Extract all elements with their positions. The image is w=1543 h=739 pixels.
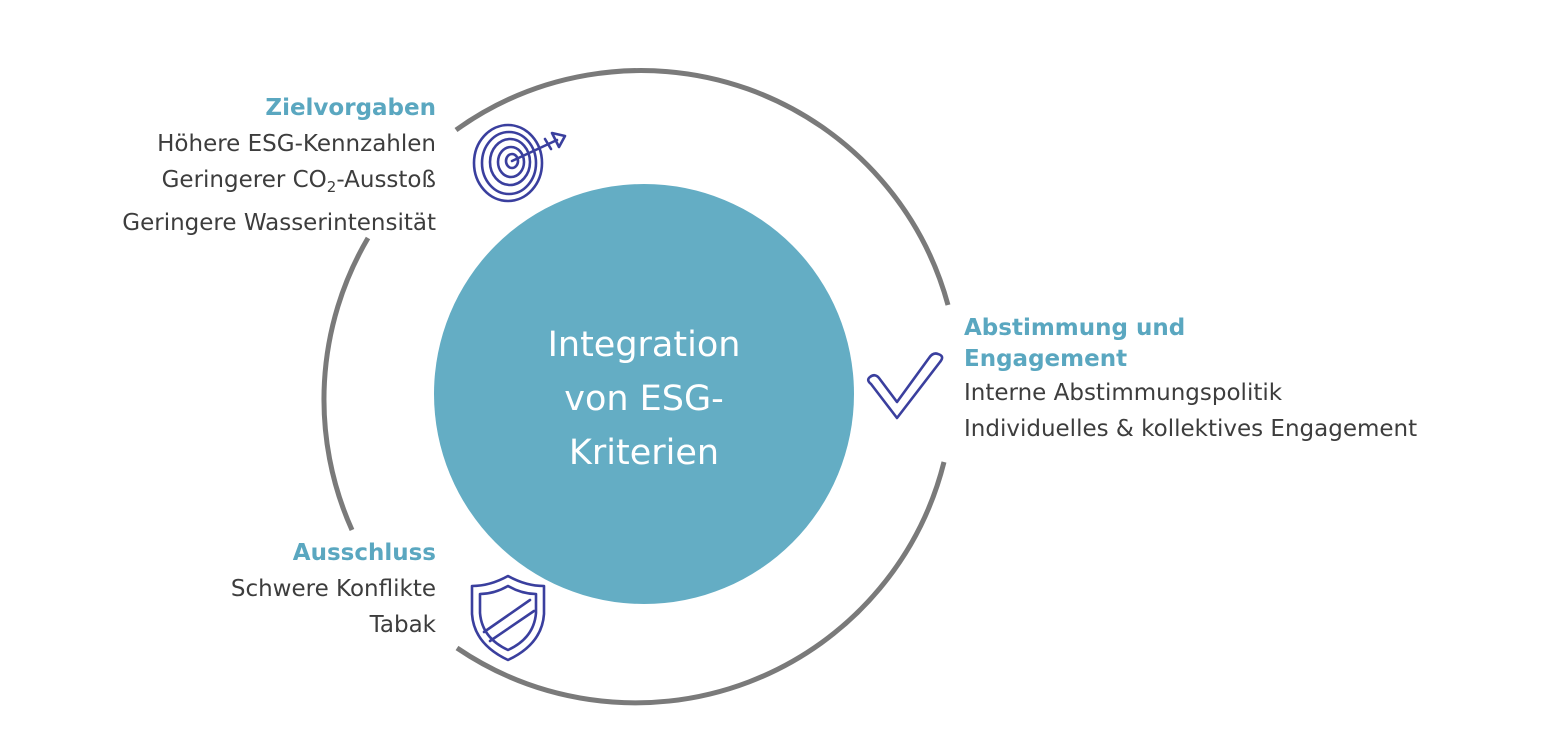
ring-arc-bottom-right	[455, 461, 947, 706]
targets-line-water: Geringere Wasserintensität	[122, 210, 436, 236]
exclusion-block: Ausschluss Schwere Konflikte Tabak	[231, 535, 436, 643]
co2-suffix: -Ausstoß	[336, 167, 436, 193]
targets-heading: Zielvorgaben	[265, 95, 436, 121]
targets-line-co2: Geringerer CO2-Ausstoß	[122, 162, 436, 205]
shield-icon	[470, 574, 546, 662]
ring-arc-left	[321, 236, 371, 532]
center-circle	[434, 184, 854, 604]
voting-heading-line-1: Abstimmung und	[964, 315, 1186, 341]
exclusion-line-conflicts: Schwere Konflikte	[230, 576, 436, 602]
targets-block: Zielvorgaben Höhere ESG-Kennzahlen Gerin…	[122, 90, 436, 241]
voting-heading-line-2: Engagement	[964, 346, 1128, 372]
co2-subscript: 2	[326, 178, 337, 196]
targets-line-esg: Höhere ESG-Kennzahlen	[157, 131, 436, 157]
center-title-line-2: von ESG-	[564, 379, 724, 419]
exclusion-heading: Ausschluss	[292, 540, 436, 566]
voting-line-policy: Interne Abstimmungspolitik	[964, 380, 1283, 406]
ring-arc-top-right	[454, 68, 951, 306]
co2-prefix: Geringerer CO	[161, 167, 327, 193]
exclusion-line-tobacco: Tabak	[369, 612, 436, 638]
center-title: Integration von ESG- Kriterien	[470, 318, 818, 480]
center-title-line-1: Integration	[547, 325, 741, 365]
target-dart-icon	[472, 123, 567, 203]
voting-block: Abstimmung und Engagement Interne Abstim…	[964, 313, 1417, 447]
voting-line-engagement: Individuelles & kollektives Engagement	[964, 416, 1418, 442]
checkmark-icon	[866, 352, 944, 420]
center-title-line-3: Kriterien	[568, 433, 720, 473]
